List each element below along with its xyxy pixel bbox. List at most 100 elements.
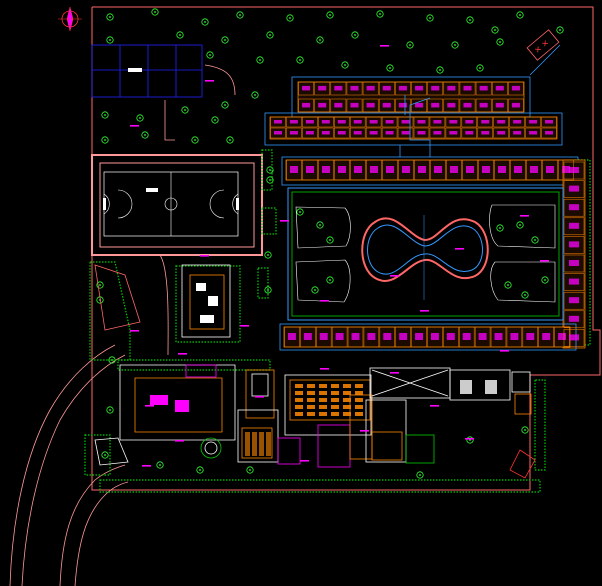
tree-icon: [406, 41, 414, 49]
room-unit: [413, 127, 430, 139]
room-furniture: [353, 131, 362, 135]
dining-table: [319, 412, 327, 416]
lower-complex: [94, 264, 536, 479]
storage-rack: [245, 432, 250, 456]
tree-icon: [531, 236, 539, 244]
annotation-mark: [390, 275, 399, 277]
room-furniture: [369, 131, 378, 135]
tree-icon: [246, 466, 254, 474]
room-unit: [542, 159, 558, 181]
tree-icon: [521, 426, 529, 434]
room-furniture: [303, 333, 312, 340]
room-furniture: [334, 102, 343, 108]
tree-icon: [266, 176, 274, 184]
tree-icon: [99, 284, 101, 286]
tree-icon: [476, 64, 484, 72]
room-unit: [334, 159, 350, 181]
room-unit: [314, 98, 331, 113]
room-unit: [474, 326, 491, 348]
room-furniture: [318, 85, 327, 91]
room-furniture: [398, 102, 407, 108]
room-furniture: [513, 120, 522, 124]
tree-icon: [439, 69, 441, 71]
room-unit: [429, 116, 446, 128]
room-unit: [563, 161, 585, 180]
room-furniture: [545, 120, 554, 124]
annotation-mark: [142, 465, 151, 467]
tree-icon: [376, 10, 384, 18]
tree-icon: [191, 136, 199, 144]
annotation-mark: [240, 325, 249, 327]
room-furniture: [337, 131, 346, 135]
tree-icon: [296, 208, 304, 216]
tree-icon: [326, 276, 334, 284]
annotation-mark: [390, 372, 399, 374]
corridors: [399, 44, 561, 157]
tree-icon: [426, 14, 434, 22]
room-furniture: [569, 167, 579, 173]
room-furniture: [558, 333, 567, 340]
dining-table: [355, 405, 363, 409]
tree-icon: [109, 409, 111, 411]
room-units: [270, 81, 585, 348]
tree-icon: [101, 111, 109, 119]
tree-icon: [141, 131, 149, 139]
room-unit: [541, 127, 557, 139]
room-furniture: [382, 102, 391, 108]
room-unit: [563, 310, 585, 329]
tree-icon: [236, 11, 244, 19]
dining-table: [319, 405, 327, 409]
room-unit: [522, 326, 538, 348]
tree-icon: [264, 286, 272, 294]
tree-icon: [221, 36, 229, 44]
room-unit: [462, 159, 478, 181]
room-unit: [427, 326, 443, 348]
room-unit: [478, 159, 494, 181]
room-furniture: [417, 120, 426, 124]
storage-rack: [266, 432, 271, 456]
room-furniture: [401, 131, 410, 135]
room-furniture: [321, 120, 330, 124]
room-furniture: [529, 131, 538, 135]
tree-icon: [329, 14, 331, 16]
room-furniture: [369, 120, 378, 124]
room-furniture: [319, 333, 328, 340]
room-unit: [477, 116, 493, 128]
tree-icon: [139, 117, 141, 119]
tree-icon: [154, 11, 156, 13]
tree-icon: [267, 289, 269, 291]
furniture-block: [175, 400, 189, 412]
north-arrow-compass-icon: [58, 6, 82, 32]
room-furniture: [569, 204, 579, 211]
tree-icon: [496, 224, 504, 232]
room-unit: [318, 159, 334, 181]
room-furniture: [385, 131, 394, 135]
room-unit: [363, 326, 380, 348]
room-furniture: [449, 120, 458, 124]
room-unit: [563, 236, 585, 254]
tree-icon: [429, 17, 431, 19]
dining-table: [355, 398, 363, 402]
swimming-pool: [361, 215, 489, 300]
room-furniture: [498, 166, 506, 173]
room-unit: [286, 159, 302, 181]
tree-icon: [249, 469, 251, 471]
dining-table: [343, 412, 351, 416]
annotation-mark: [255, 396, 264, 398]
room-unit: [349, 127, 366, 139]
room-furniture: [514, 166, 522, 173]
tree-icon: [269, 179, 271, 181]
dining-table: [319, 391, 327, 395]
room-unit: [493, 116, 509, 128]
tree-icon: [269, 169, 271, 171]
dining-table: [355, 391, 363, 395]
room-furniture: [351, 333, 360, 340]
room-unit: [563, 198, 585, 217]
tree-icon: [206, 51, 214, 59]
room-unit: [459, 98, 476, 113]
dining-table: [331, 384, 339, 388]
courtyard-lawn-nw: [295, 206, 351, 249]
tree-group: [96, 8, 584, 479]
tree-icon: [144, 134, 146, 136]
room-furniture: [306, 166, 314, 173]
